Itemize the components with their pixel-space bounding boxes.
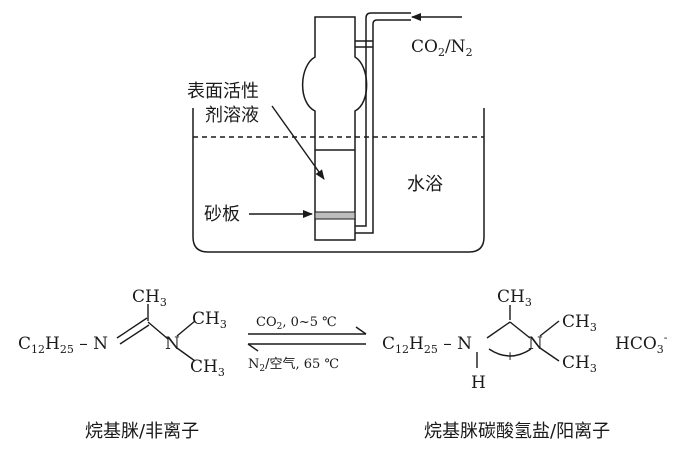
svg-text:N: N xyxy=(528,334,543,354)
forward-condition: CO2, 0~5 ℃ xyxy=(256,315,337,332)
reaction-tube xyxy=(301,16,368,241)
svg-text:H: H xyxy=(471,373,486,393)
surfactant-label-line2: 剂溶液 xyxy=(205,105,259,126)
reactant-name: 烷基脒/非离子 xyxy=(85,421,199,442)
surfactant-label-line1: 表面活性 xyxy=(187,81,259,102)
water-bath xyxy=(192,108,485,253)
product-structure: C12H25 – N CH3 N H + CH3 CH3 HCO3- xyxy=(382,287,668,393)
reactant-alkyl-chain: C12H25 – N xyxy=(18,334,108,356)
product-name: 烷基脒碳酸氢盐/阳离子 xyxy=(424,421,610,442)
gas-inlet-tube xyxy=(355,12,411,234)
svg-text:CH3: CH3 xyxy=(497,287,532,309)
svg-text:CH3: CH3 xyxy=(562,353,597,375)
reverse-condition: N2/空气, 65 ℃ xyxy=(248,356,339,374)
counter-ion: HCO3- xyxy=(615,331,668,356)
svg-text:+: + xyxy=(505,349,515,363)
equilibrium-arrows xyxy=(247,326,367,352)
sand-plate xyxy=(314,211,356,220)
gas-inlet-label: CO2/N2 xyxy=(411,37,473,59)
sand-plate-label: 砂板 xyxy=(204,204,240,225)
reactant-structure: C12H25 – N CH3 N CH3 CH3 xyxy=(18,287,227,379)
svg-text:CH3: CH3 xyxy=(190,357,225,379)
svg-text:N: N xyxy=(165,334,180,354)
product-alkyl-chain: C12H25 – N xyxy=(382,334,472,356)
water-bath-label: 水浴 xyxy=(407,174,443,195)
svg-text:CH3: CH3 xyxy=(132,287,167,309)
surfactant-arrow xyxy=(271,105,325,180)
svg-text:CH3: CH3 xyxy=(562,312,597,334)
svg-text:CH3: CH3 xyxy=(192,309,227,331)
